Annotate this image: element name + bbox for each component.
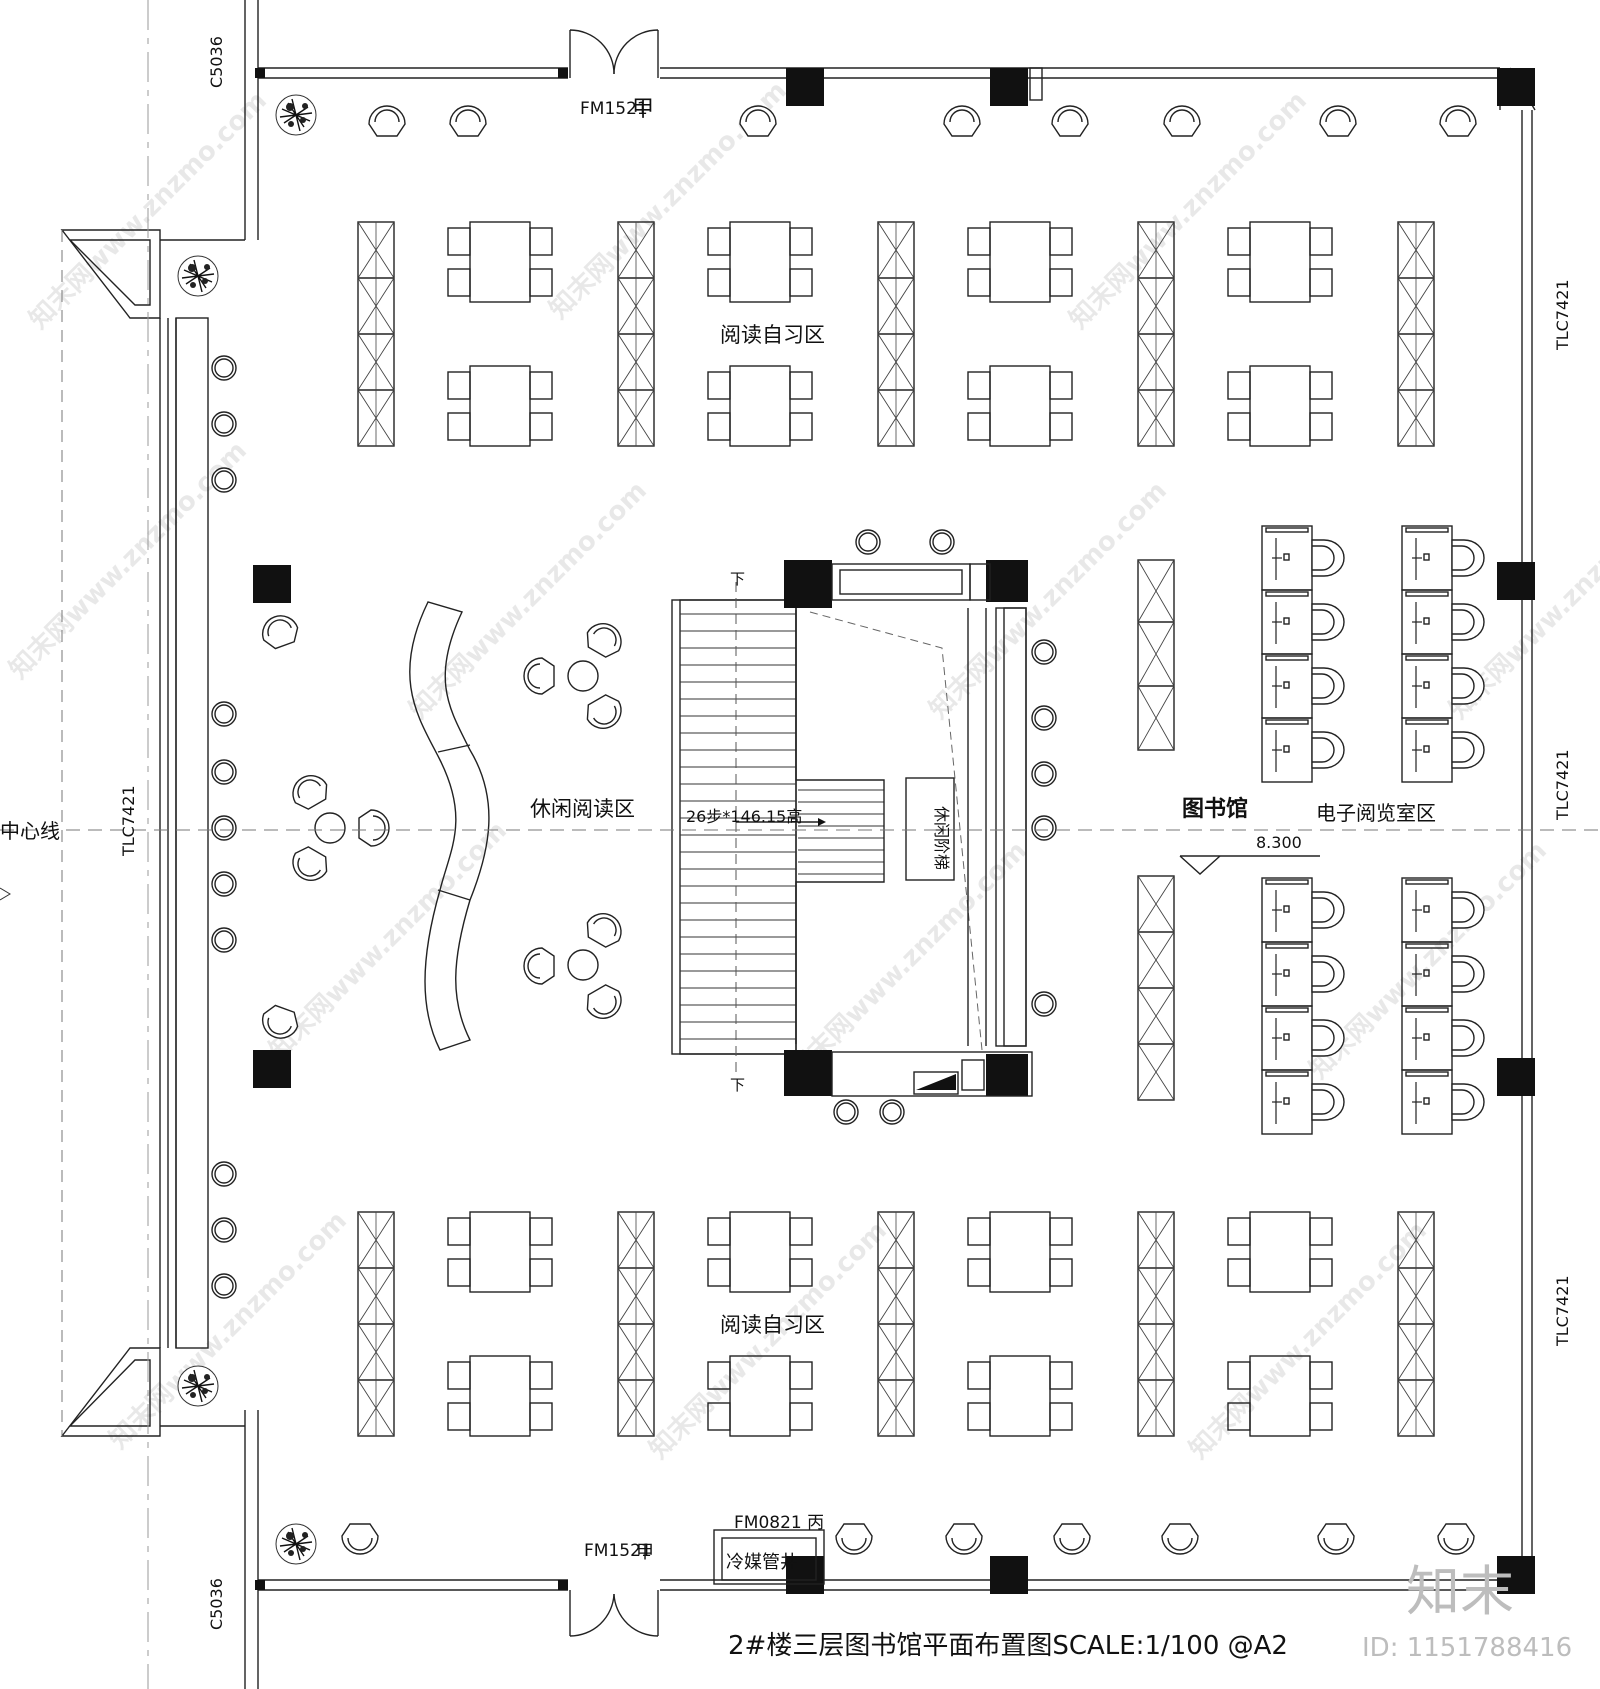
leisure-stairs-label: 休闲阶梯 (932, 806, 951, 870)
elevation-label: 8.300 (1256, 833, 1302, 852)
bar-stools-left (211, 355, 237, 1299)
window-code-label: TLC7421 (119, 785, 138, 857)
watermark-text: 知末网www.znzmo.com (644, 1216, 893, 1465)
leisure-chair-cluster (523, 906, 629, 1026)
window-code-label: TLC7421 (1553, 279, 1572, 351)
window-code-label: C5036 (207, 1578, 226, 1630)
elevation-marker (1179, 855, 1320, 875)
watermark-text: 知末网www.znzmo.com (1184, 1216, 1433, 1465)
leisure-area-label: 休闲阅读区 (530, 797, 635, 821)
brand-logo: 知末 (1406, 1560, 1514, 1623)
library-label: 图书馆 (1182, 796, 1248, 822)
curved-sofa (409, 601, 490, 1051)
window-code-label: TLC7421 (1553, 749, 1572, 821)
central-staircase (671, 529, 1057, 1125)
leisure-chair-cluster (523, 616, 629, 736)
building-walls (60, 0, 1536, 1689)
window-code-label: TLC7421 (1553, 1275, 1572, 1347)
stairs-down-label: 下 (730, 1076, 745, 1094)
fire-rating-label: 甲 (636, 1542, 654, 1563)
door-code-label: FM0821 丙 (734, 1513, 824, 1533)
drawing-title: 2#楼三层图书馆平面布置图SCALE:1/100 @A2 (728, 1631, 1288, 1661)
center-line-label: 中心线 (0, 819, 60, 843)
watermark-layer: 知末网www.znzmo.com 知末网www.znzmo.com 知末网www… (4, 76, 1600, 1465)
study-area-label: 阅读自习区 (720, 323, 825, 347)
door-code-label: FM1521 (584, 1541, 652, 1561)
study-area-label: 阅读自习区 (720, 1313, 825, 1337)
door-code-label: FM1521 (580, 99, 648, 119)
doors (569, 29, 1043, 1637)
lounge-chairs-top (368, 105, 1477, 137)
e-reading-area-label: 电子阅览室区 (1316, 801, 1436, 825)
study-area-top (357, 221, 1435, 447)
pipe-shaft-label: 冷媒管井 (726, 1552, 798, 1573)
window-code-label: C5036 (207, 36, 226, 88)
lounge-chair-left (256, 610, 303, 1044)
study-area-bottom (357, 1211, 1435, 1437)
pipe-shaft (713, 1529, 825, 1585)
image-id-label: ID: 1151788416 (1362, 1633, 1572, 1663)
structural-columns (253, 68, 1535, 1594)
watermark-text: 知末网www.znzmo.com (104, 1206, 353, 1455)
fire-rating-label: 甲 (632, 97, 654, 122)
leisure-chair-cluster (285, 768, 390, 888)
lounge-chairs-bottom (341, 1523, 1475, 1555)
e-reading-shelves (1137, 559, 1175, 1101)
stairs-spec-label: 26步*146.15高 (686, 807, 802, 826)
stairs-down-label: 下 (730, 570, 745, 588)
